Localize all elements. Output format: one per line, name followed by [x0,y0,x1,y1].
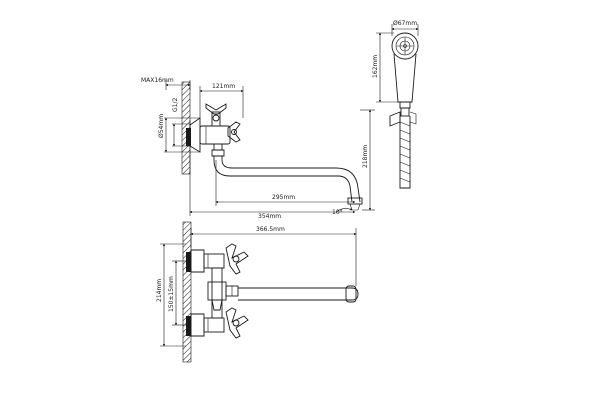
spout-drop-label: 218mm [362,145,369,168]
base-diameter-label: Ø54mm [158,114,165,138]
side-wall-tile [186,128,191,146]
valve-body [199,125,231,145]
shower-head-icon [391,32,419,60]
cross-handle-front-icon [227,121,241,143]
spout-offset-label: 121mm [212,83,235,90]
thread-label: G1/2 [172,98,179,112]
shower-head-view: Ø67mm 162mm [372,20,419,189]
front-height-label: 214mm [156,279,163,302]
spout-neck [211,149,225,157]
front-length-label: 366.5mm [256,226,285,233]
spout-pipe [213,156,353,203]
swivel-angle-label: 10° [332,209,343,216]
wall-flange [189,117,201,153]
cross-handle-icon [205,103,227,127]
max-depth-label: MAX16mm [141,77,174,84]
head-length-label: 162mm [372,55,379,78]
front-wall [182,221,192,363]
shower-handle [393,53,417,103]
side-view: 10° MAX16mm 121mm Ø54mm G1/2 218mm 295mm [141,77,375,220]
center-distance-label: 150±15mm [168,276,175,312]
mixer-column [211,267,223,319]
upper-cross-handle-icon [225,243,249,275]
head-diameter-label: Ø67mm [393,20,417,27]
front-view: 366.5mm 214mm 150±15mm [156,221,359,363]
front-spout [238,287,359,301]
hose-holder [389,111,401,127]
lower-cross-handle-icon [225,307,249,339]
total-length-label: 354mm [258,213,281,220]
shower-hose [399,116,411,189]
spout-reach-label: 295mm [272,194,295,201]
